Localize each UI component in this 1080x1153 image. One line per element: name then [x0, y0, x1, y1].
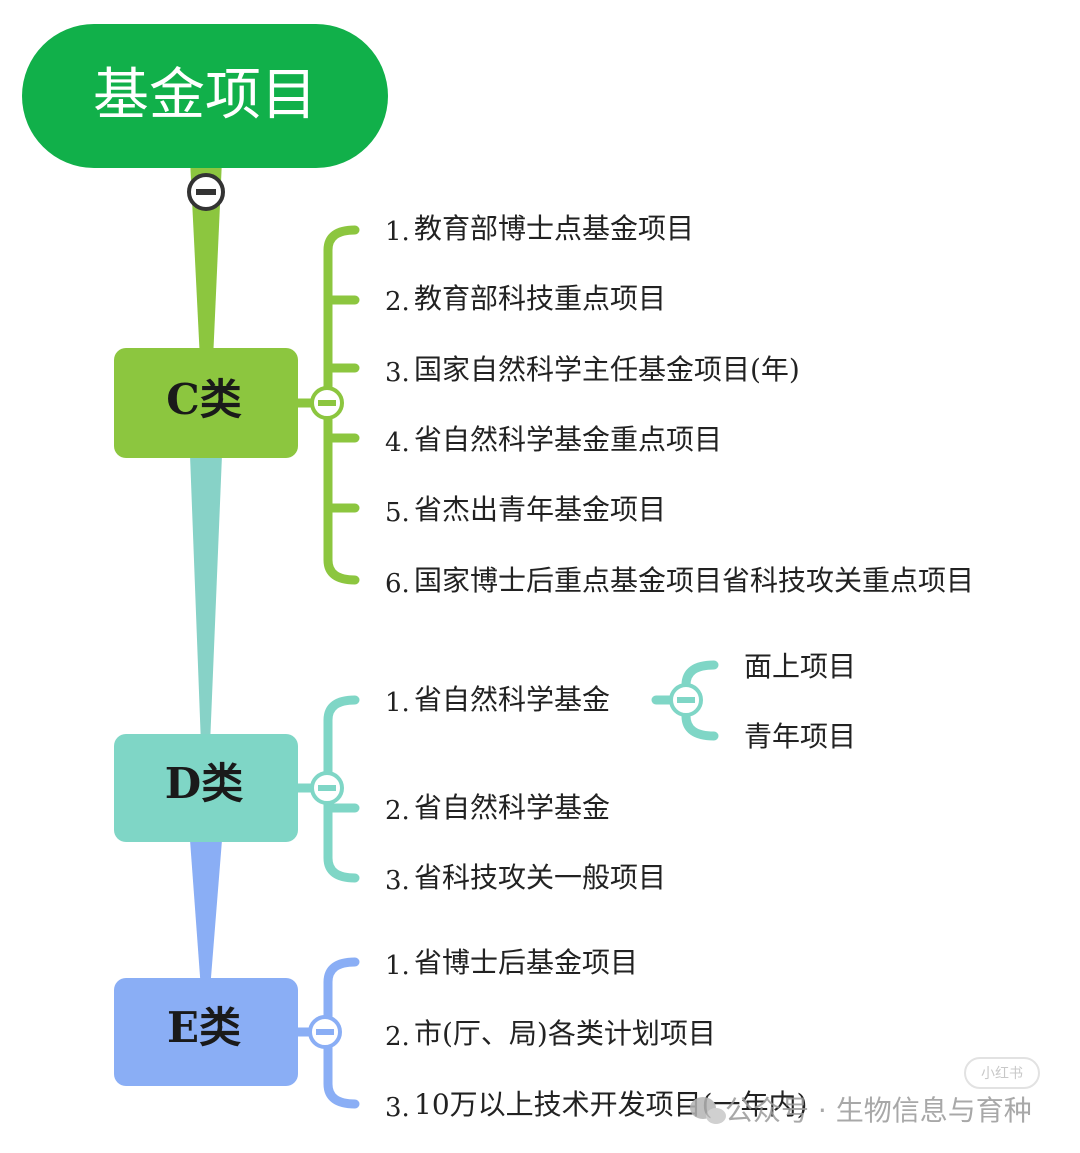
item-label: 省杰出青年基金项目: [414, 493, 666, 526]
item-number: 1.: [385, 217, 410, 247]
item-label: 教育部博士点基金项目: [414, 212, 694, 245]
minus-icon: [677, 697, 695, 703]
collapse-toggle-c[interactable]: [310, 386, 344, 420]
item-number: 6.: [385, 569, 410, 599]
item-number: 1.: [385, 951, 410, 981]
list-item[interactable]: 2. 省自然科学基金: [385, 791, 610, 826]
watermark-badge: 小红书: [964, 1057, 1040, 1089]
watermark-text: 公众号 · 生物信息与育种: [725, 1094, 1032, 1127]
category-label-d: D类: [165, 759, 243, 808]
item-number: 2.: [385, 796, 410, 826]
collapse-toggle-root[interactable]: [187, 173, 225, 211]
item-label: 国家博士后重点基金项目省科技攻关重点项目: [414, 564, 974, 597]
minus-icon: [316, 1029, 334, 1035]
connector-c-to-d: [190, 455, 222, 745]
item-list-e: 1. 省博士后基金项目 2. 市(厅、局)各类计划项目 3. 10万以上技术开发…: [385, 946, 807, 1123]
minus-icon: [318, 785, 336, 791]
item-number: 3.: [385, 866, 410, 896]
connector-root-to-c: [190, 160, 222, 360]
item-label: 省自然科学基金: [414, 791, 610, 824]
item-number: 3.: [385, 358, 410, 388]
item-number: 1.: [385, 688, 410, 718]
item-number: 4.: [385, 428, 410, 458]
item-label: 省自然科学基金重点项目: [414, 423, 722, 456]
collapse-toggle-d1[interactable]: [669, 683, 703, 717]
minus-icon: [318, 400, 336, 406]
list-item[interactable]: 2. 教育部科技重点项目: [385, 282, 666, 317]
root-label: 基金项目: [93, 63, 317, 128]
item-label: 省科技攻关一般项目: [414, 861, 666, 894]
badge-label: 小红书: [981, 1066, 1023, 1082]
category-node-c[interactable]: C类: [114, 348, 298, 458]
list-item[interactable]: 1. 省自然科学基金: [385, 683, 610, 718]
list-item[interactable]: 2. 市(厅、局)各类计划项目: [385, 1017, 716, 1052]
watermark: 公众号 · 生物信息与育种 小红书: [690, 1057, 1040, 1127]
list-item[interactable]: 1. 省博士后基金项目: [385, 946, 638, 981]
item-label: 教育部科技重点项目: [414, 282, 666, 315]
category-label-e: E类: [167, 1003, 241, 1052]
list-item[interactable]: 4. 省自然科学基金重点项目: [385, 423, 722, 458]
sub-item-label[interactable]: 面上项目: [744, 650, 856, 683]
category-label-c: C类: [166, 375, 241, 424]
item-list-d: 1. 省自然科学基金 2. 省自然科学基金 3. 省科技攻关一般项目: [385, 683, 666, 896]
collapse-toggle-d[interactable]: [310, 771, 344, 805]
item-label: 省自然科学基金: [414, 683, 610, 716]
item-label: 省博士后基金项目: [414, 946, 638, 979]
list-item[interactable]: 3. 10万以上技术开发项目(一年内): [385, 1088, 807, 1123]
collapse-toggle-e[interactable]: [308, 1015, 342, 1049]
sub-item-label[interactable]: 青年项目: [744, 720, 856, 753]
item-number: 3.: [385, 1093, 410, 1123]
sub-item-list-d1: 面上项目 青年项目: [744, 650, 856, 753]
connector-d-to-e: [190, 840, 222, 990]
item-label: 10万以上技术开发项目(一年内): [414, 1088, 807, 1121]
list-item[interactable]: 5. 省杰出青年基金项目: [385, 493, 666, 528]
item-number: 5.: [385, 498, 410, 528]
minus-icon: [196, 189, 216, 195]
list-item[interactable]: 3. 省科技攻关一般项目: [385, 861, 666, 896]
root-node[interactable]: 基金项目: [22, 24, 388, 168]
item-number: 2.: [385, 287, 410, 317]
item-label: 市(厅、局)各类计划项目: [414, 1017, 716, 1050]
list-item[interactable]: 1. 教育部博士点基金项目: [385, 212, 694, 247]
item-number: 2.: [385, 1022, 410, 1052]
list-item[interactable]: 3. 国家自然科学主任基金项目(年): [385, 353, 800, 388]
category-node-d[interactable]: D类: [114, 734, 298, 842]
list-item[interactable]: 6. 国家博士后重点基金项目省科技攻关重点项目: [385, 564, 974, 599]
category-node-e[interactable]: E类: [114, 978, 298, 1086]
wechat-icon: [690, 1097, 726, 1124]
item-list-c: 1. 教育部博士点基金项目 2. 教育部科技重点项目 3. 国家自然科学主任基金…: [385, 212, 974, 599]
item-label: 国家自然科学主任基金项目(年): [414, 353, 800, 386]
